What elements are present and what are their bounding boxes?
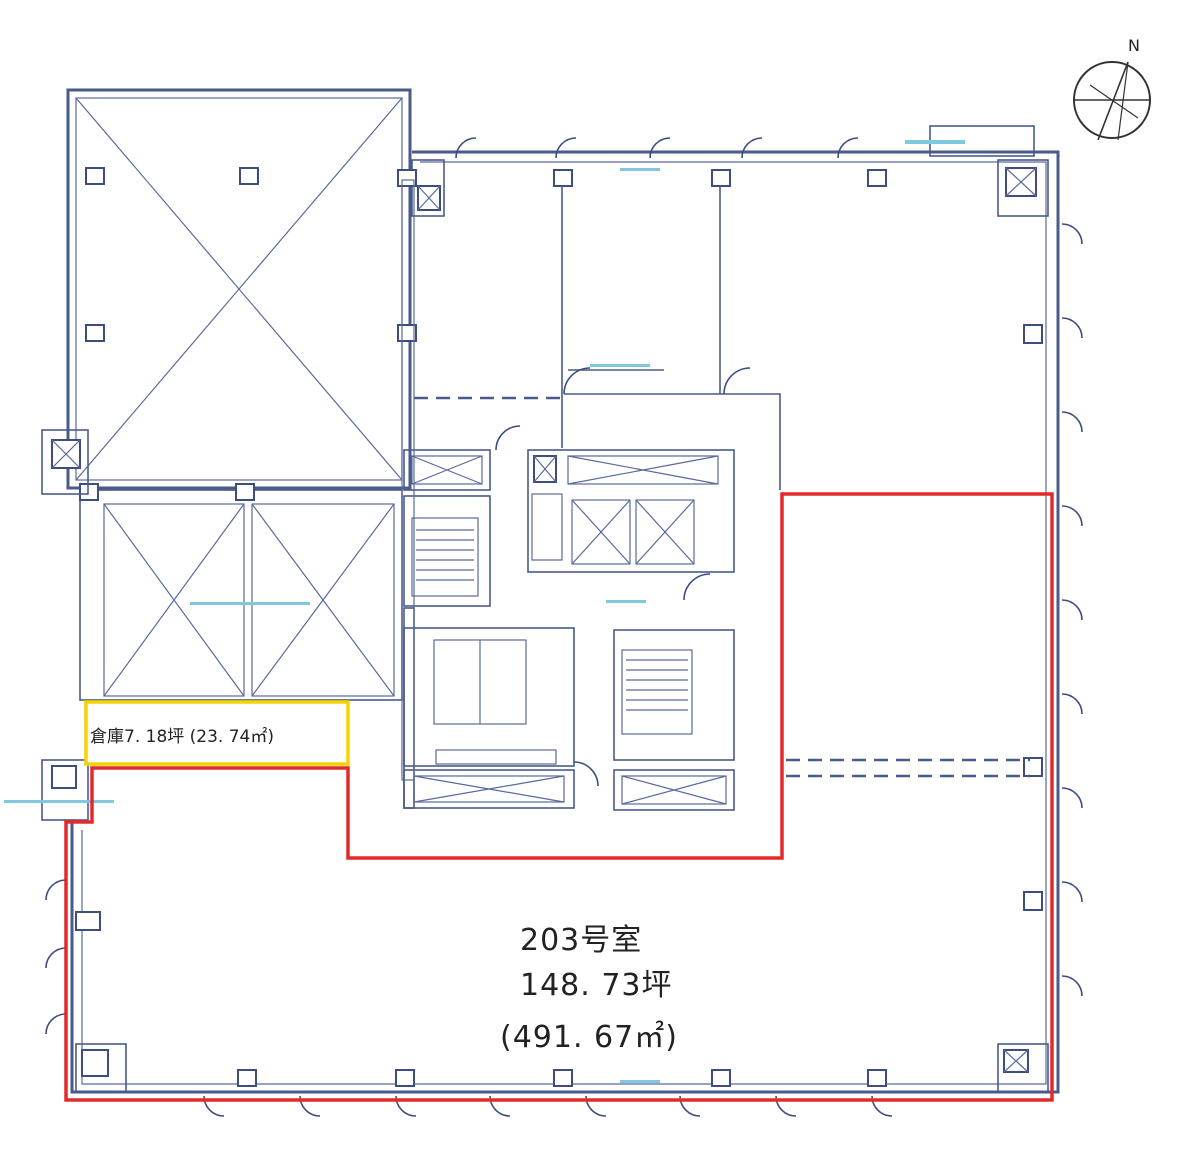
- left-columns: [41, 429, 89, 821]
- unit-203-area-tsubo: 148. 73坪: [520, 968, 673, 1003]
- unit-203-outline: [64, 492, 1054, 1102]
- building-core: [401, 179, 735, 811]
- annotation-marks: [4, 140, 965, 1083]
- storage-room-outline: [84, 700, 350, 766]
- north-label: N: [1128, 36, 1140, 55]
- north-compass-icon: [1073, 61, 1151, 141]
- unit-203-name: 203号室: [520, 923, 643, 958]
- north-partitions: [414, 186, 1030, 778]
- storage-label: 倉庫7. 18坪 (23. 74㎡): [90, 727, 274, 747]
- building-perimeter: [70, 125, 1060, 1094]
- atrium-void-lower: [79, 483, 403, 701]
- unit-203-area-m2: (491. 67㎡): [500, 1020, 678, 1055]
- atrium-void-upper: [66, 88, 412, 490]
